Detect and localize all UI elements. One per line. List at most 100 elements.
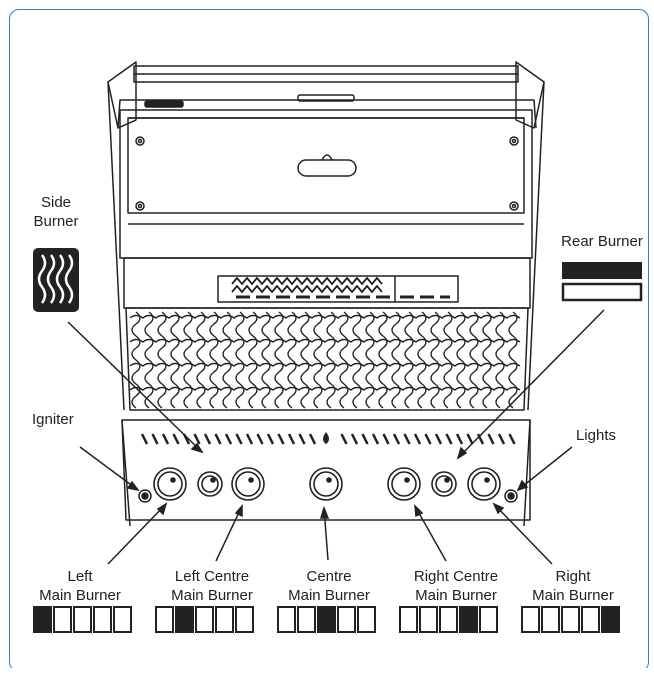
grid-bar — [300, 311, 310, 409]
grid-bar — [482, 311, 492, 409]
grid-bar — [196, 311, 206, 409]
control-panel — [121, 419, 531, 527]
indicator-box — [337, 606, 356, 633]
indicator-left-main — [33, 606, 132, 633]
pointer-lines — [67, 309, 605, 565]
vent-slot — [298, 433, 306, 445]
indicator-box — [235, 606, 254, 633]
vent-slot — [214, 433, 222, 445]
grid-bar — [430, 311, 440, 409]
side-burner-knob — [197, 471, 223, 497]
grid-bar — [131, 311, 141, 409]
vent-slot — [340, 433, 348, 445]
left-main-knob — [153, 467, 187, 501]
indicator-box — [541, 606, 560, 633]
vent-slot — [371, 433, 380, 445]
left-main-arrow — [156, 502, 168, 516]
grid-bar — [404, 311, 414, 409]
grid-wave — [129, 314, 521, 319]
centre-arrow — [319, 505, 330, 519]
grid-bar — [157, 311, 167, 409]
indicator-centre-main — [277, 606, 376, 633]
grid-bar — [235, 311, 245, 409]
vent-slot — [508, 433, 516, 445]
vent-slot — [287, 433, 296, 445]
indicator-box-active — [317, 606, 336, 633]
grid-bar — [274, 311, 284, 409]
panel-logo-flame — [323, 432, 329, 444]
side-burner-arrow — [190, 442, 204, 454]
indicator-box — [155, 606, 174, 633]
indicator-box-active — [175, 606, 194, 633]
vent-slot — [193, 433, 201, 445]
indicator-left-centre-main — [155, 606, 254, 633]
vent-slot — [350, 433, 359, 445]
indicator-right-centre-main — [399, 606, 498, 633]
indicator-box — [561, 606, 580, 633]
vent-slot — [235, 433, 243, 445]
grid-bar — [378, 311, 388, 409]
brand-badge — [297, 154, 357, 177]
vent-slot — [455, 433, 464, 445]
lights-arrow — [516, 479, 529, 492]
side-burner-icon — [33, 248, 79, 312]
grid-bar — [469, 311, 479, 409]
indicator-box — [195, 606, 214, 633]
indicator-box-active — [459, 606, 478, 633]
indicator-box — [521, 606, 540, 633]
grid-bar — [287, 311, 297, 409]
vent-slot — [403, 433, 411, 445]
grid-wave — [129, 386, 521, 391]
vent-slot — [424, 433, 432, 445]
indicator-box — [215, 606, 234, 633]
right-main-knob — [467, 467, 501, 501]
grid-bar — [352, 311, 362, 409]
rear-burner-arrow — [456, 446, 468, 460]
indicator-box-active — [601, 606, 620, 633]
rear-burner-element — [231, 277, 383, 285]
vent-slot — [497, 433, 506, 445]
grid-bar — [170, 311, 180, 409]
indicator-box — [439, 606, 458, 633]
indicator-box — [479, 606, 498, 633]
indicator-box — [297, 606, 316, 633]
vent-slot — [308, 433, 317, 445]
grid-wave — [129, 362, 521, 367]
vent-slot — [413, 433, 422, 445]
igniter-arrow — [126, 480, 140, 492]
vent-slot — [382, 433, 390, 445]
grid-bar — [495, 311, 505, 409]
vent-slot — [172, 433, 180, 445]
cooking-grids — [129, 311, 521, 409]
vent-slot — [476, 433, 485, 445]
indicator-box — [399, 606, 418, 633]
left-centre-arrow — [234, 503, 243, 518]
rear-burner-icon — [561, 262, 643, 302]
vent-slot — [392, 433, 401, 445]
grid-bar — [313, 311, 323, 409]
lights-button — [504, 489, 518, 503]
vent-slot — [434, 433, 443, 445]
grid-bar — [443, 311, 453, 409]
rear-burner-label: Rear Burner — [561, 233, 643, 250]
grid-bar — [417, 311, 427, 409]
indicator-right-main — [521, 606, 620, 633]
indicator-box — [53, 606, 72, 633]
vent-slot — [277, 433, 285, 445]
grid-bar — [248, 311, 258, 409]
indicator-box — [73, 606, 92, 633]
grid-bar — [365, 311, 375, 409]
firebox — [125, 307, 529, 411]
vent-slot — [245, 433, 254, 445]
left-centre-knob — [231, 467, 265, 501]
vent-slot — [203, 433, 212, 445]
vent-slot — [224, 433, 233, 445]
right-centre-knob — [387, 467, 421, 501]
grid-bar — [456, 311, 466, 409]
